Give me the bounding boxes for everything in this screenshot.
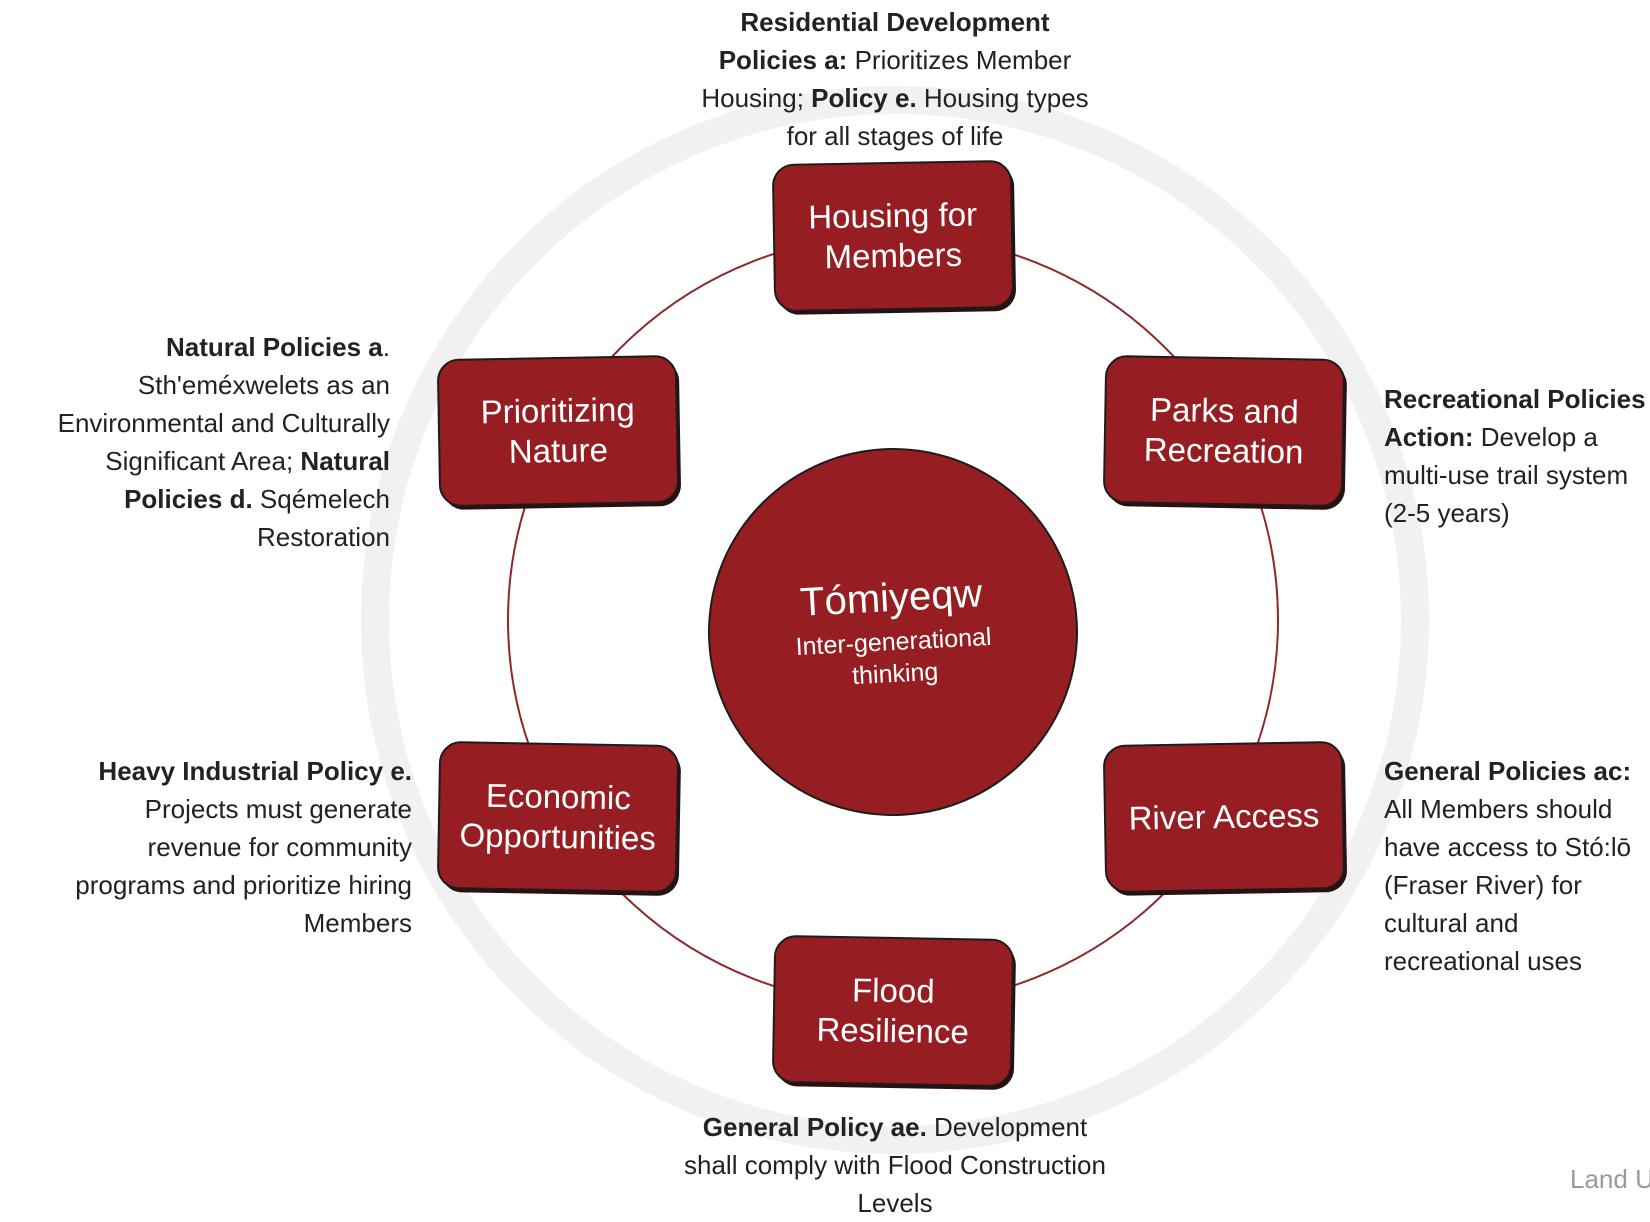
node-label: Flood Resilience bbox=[816, 971, 970, 1051]
node-label: Housing for Members bbox=[807, 195, 978, 276]
annotation-flood: General Policy ae. Development shall com… bbox=[680, 1108, 1110, 1222]
annotation-text: . Sth'eméxwelets as an Environmental and… bbox=[57, 332, 390, 476]
node-river-access: River Access bbox=[1102, 740, 1346, 894]
annotation-river: General Policies ac: All Members should … bbox=[1384, 752, 1646, 980]
annotation-bold: General Policies ac: bbox=[1384, 756, 1632, 786]
node-prioritizing-nature: Prioritizing Nature bbox=[436, 354, 680, 508]
annotation-bold: Policy e. bbox=[811, 83, 917, 113]
annotation-text: Develop a multi-use trail system (2-5 ye… bbox=[1384, 422, 1629, 528]
annotation-text: Housing types for all stages of life bbox=[786, 83, 1089, 151]
annotation-bold: Recreational Policies Action: bbox=[1384, 384, 1646, 452]
node-label: Parks and Recreation bbox=[1143, 390, 1304, 471]
annotation-text: All Members should have access to Stó:lō… bbox=[1384, 794, 1632, 976]
annotation-text: Sqémelech Restoration bbox=[252, 484, 390, 552]
annotation-text: Prioritizes Member Housing; bbox=[701, 45, 1072, 113]
center-title: Tómiyeqw bbox=[799, 570, 984, 625]
watermark-ring bbox=[361, 86, 1429, 1154]
annotation-parks: Recreational Policies Action: Develop a … bbox=[1384, 380, 1646, 532]
node-parks-and-recreation: Parks and Recreation bbox=[1102, 354, 1346, 508]
footer-label: Land U bbox=[1570, 1164, 1650, 1194]
annotation-text: Projects must generate revenue for commu… bbox=[75, 794, 412, 938]
annotation-bold: General Policy ae. bbox=[702, 1112, 927, 1142]
center-subtitle: Inter-generational thinking bbox=[794, 622, 993, 691]
node-label: Prioritizing Nature bbox=[480, 390, 635, 470]
annotation-housing: Residential Development Policies a: Prio… bbox=[690, 3, 1100, 155]
annotation-bold: Heavy Industrial Policy e. bbox=[98, 756, 412, 786]
node-flood-resilience: Flood Resilience bbox=[771, 934, 1015, 1088]
annotation-bold: Natural Policies d. bbox=[124, 446, 390, 514]
annotation-text: Development shall comply with Flood Cons… bbox=[684, 1112, 1106, 1218]
node-economic-opportunities: Economic Opportunities bbox=[436, 740, 680, 894]
node-label: River Access bbox=[1128, 796, 1320, 837]
node-housing-for-members: Housing for Members bbox=[771, 159, 1015, 313]
annotation-bold: Natural Policies a bbox=[166, 332, 383, 362]
annotation-nature: Natural Policies a. Sth'eméxwelets as an… bbox=[10, 328, 390, 556]
annotation-bold: Residential Development Policies a: bbox=[718, 7, 1050, 75]
annotation-economic: Heavy Industrial Policy e. Projects must… bbox=[70, 752, 412, 942]
node-label: Economic Opportunities bbox=[459, 776, 657, 857]
